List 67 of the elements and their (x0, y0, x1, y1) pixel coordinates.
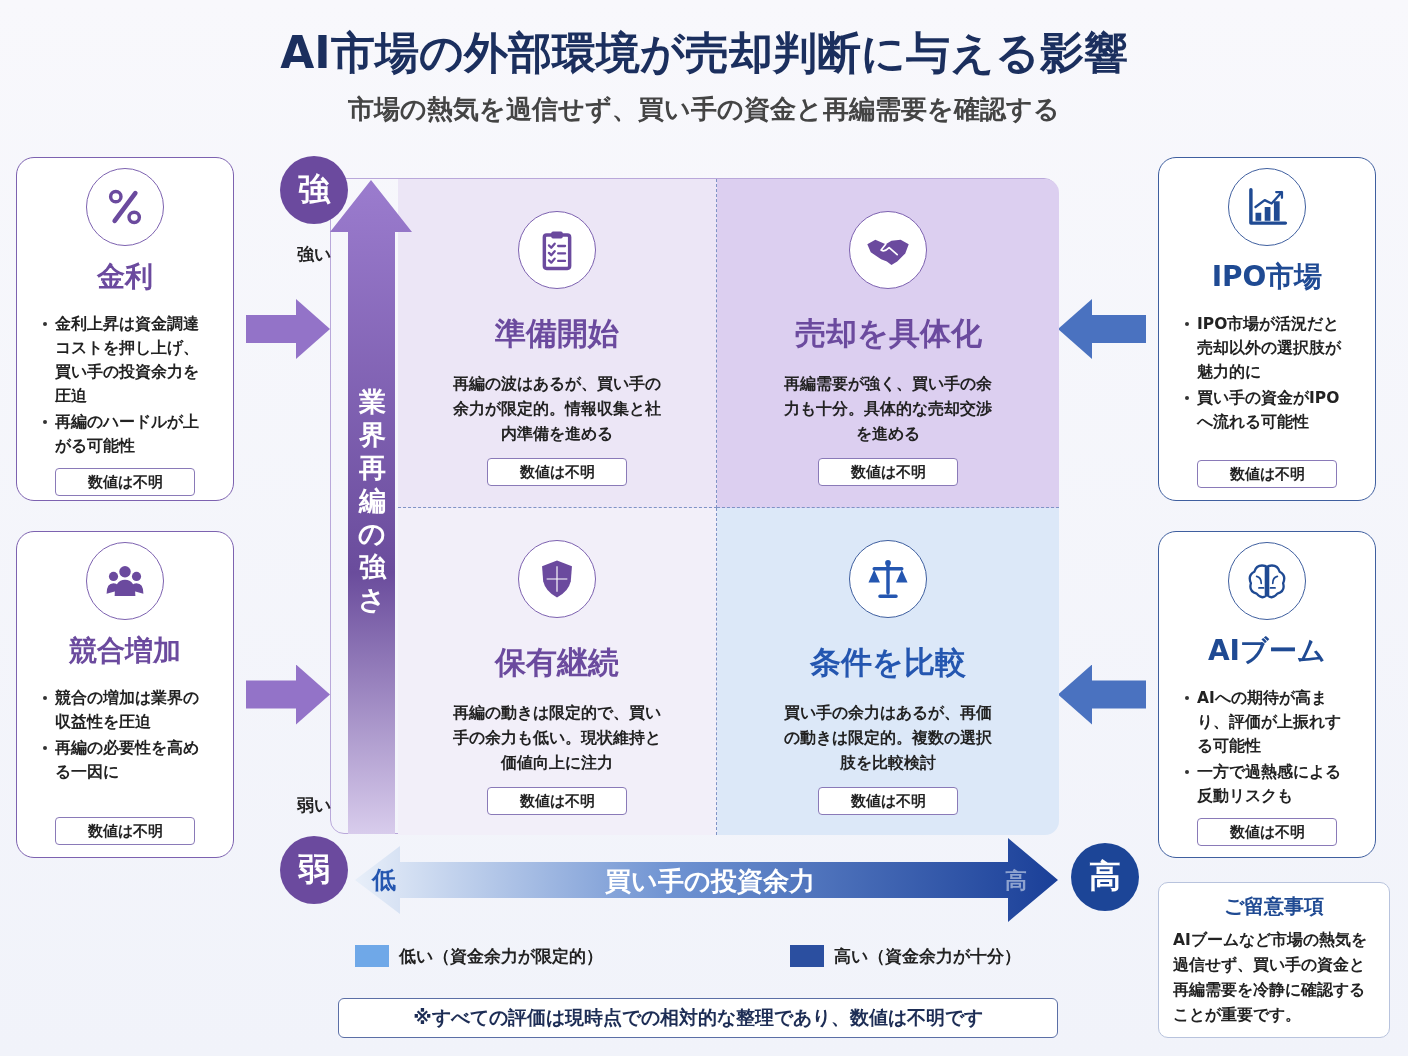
arrow (246, 664, 330, 725)
value-text: 数値は不明 (1229, 464, 1305, 484)
bullet-text: IPO市場が活況だと売却以外の選択肢が魅力的に (1197, 314, 1343, 383)
arrow (1058, 299, 1146, 359)
quadrant-text: 再編の波はあるが、買い手の余力が限定的。情報収集と社内準備を進める (452, 373, 662, 445)
quadrant-panel (398, 179, 717, 508)
value-box (487, 787, 627, 815)
diagram-title: AI市場の外部環境が売却判断に与える影響 (279, 26, 1129, 80)
axis-low-label: 低 (372, 865, 397, 896)
bullet-text: 再編のハードルが上がる可能性 (55, 412, 200, 457)
quadrant-title: 売却を具体化 (794, 314, 982, 353)
axis-end-label: 強 (298, 169, 330, 210)
value-text: 数値は不明 (519, 462, 595, 482)
arrow (1058, 664, 1146, 725)
value-box (1197, 818, 1337, 846)
axis-level-label: 強い (296, 243, 332, 266)
factor-card (16, 531, 234, 858)
bullet-text: 競合の増加は業界の収益性を圧迫 (55, 688, 200, 733)
notice-heading: ご留意事項 (1223, 893, 1325, 920)
quadrant-text: 再編需要が強く、買い手の余力も十分。具体的な売却交渉を進める (783, 373, 993, 445)
bullet-text: 金利上昇は資金調達コストを押し上げ、買い手の投資余力を圧迫 (55, 314, 200, 407)
value-box (55, 468, 195, 496)
quadrant-panel (717, 179, 1059, 508)
quadrant-matrix (330, 178, 1058, 834)
axis-title: 買い手の投資余力 (604, 865, 816, 898)
value-box (1197, 460, 1337, 488)
bullet-text: AIへの期待が高まり、評価が上振れする可能性 (1197, 688, 1342, 757)
notice-text: AIブームなど市場の熱気を過信せず、買い手の資金と再編需要を冷静に確認することが重要です。 (1173, 930, 1368, 1026)
axis-end-label: 高 (1089, 856, 1121, 897)
quadrant-title: 条件を比較 (810, 643, 966, 682)
notice-box (1158, 882, 1390, 1038)
axis-end-label: 弱 (298, 849, 330, 890)
subtitle: 市場の熱気を過信せず、買い手の資金と再編需要を確認する (347, 93, 1061, 126)
quadrant-panel (398, 508, 717, 835)
footnote-box (338, 998, 1058, 1038)
axis-level-label: 弱い (296, 794, 332, 817)
quadrant-panel (717, 508, 1059, 835)
value-box (487, 458, 627, 486)
bullet-text: 一方で過熱感による反動リスクも (1197, 762, 1342, 807)
bullet-text: 買い手の資金がIPOへ流れる可能性 (1197, 388, 1341, 433)
value-box (818, 787, 958, 815)
card-title: IPO市場 (1211, 259, 1323, 295)
card-title: 金利 (97, 259, 153, 295)
quadrant-text: 買い手の余力はあるが、再価の動きは限定的。複数の選択肢を比較検討 (783, 702, 993, 774)
value-box (818, 458, 958, 486)
quadrant-title: 準備開始 (495, 314, 619, 353)
axis-title: 業界再編の強さ (357, 385, 387, 616)
value-text: 数値は不明 (850, 462, 926, 482)
value-text: 数値は不明 (87, 472, 163, 492)
value-text: 数値は不明 (87, 821, 163, 841)
value-text: 数値は不明 (1229, 822, 1305, 842)
card-title: 競合増加 (69, 633, 181, 669)
value-text: 数値は不明 (519, 791, 595, 811)
value-text: 数値は不明 (850, 791, 926, 811)
quadrant-title: 保有継続 (495, 643, 619, 682)
value-box (55, 817, 195, 845)
card-title: AIブーム (1207, 633, 1327, 669)
footnote-text: ※すべての評価は現時点での相対的な整理であり、数値は不明です (413, 1005, 983, 1030)
legend-label: 低い（資金余力が限定的） (399, 945, 603, 968)
quadrant-text: 再編の動きは限定的で、買い手の余力も低い。現状維持と価値向上に注力 (452, 702, 662, 774)
arrow (246, 299, 330, 359)
axis-high-label: 高 (1005, 867, 1028, 895)
factor-card (1158, 531, 1376, 858)
factor-card (16, 157, 234, 501)
bullet-text: 再編の必要性を高める一因に (55, 738, 200, 783)
legend-label: 高い（資金余力が十分） (834, 945, 1021, 968)
factor-card (1158, 157, 1376, 501)
